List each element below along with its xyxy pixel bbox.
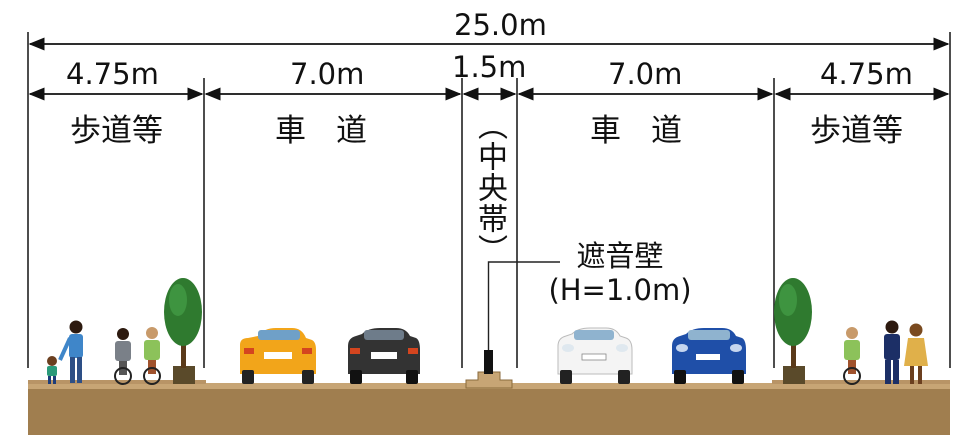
noise-wall-height-label: (H=1.0m) bbox=[548, 273, 692, 307]
ground bbox=[28, 371, 950, 435]
right-sidewalk-label: 歩道等 bbox=[810, 113, 903, 149]
pedestrian-woman-icon bbox=[904, 323, 928, 384]
noise-wall-label: 遮音壁 bbox=[576, 239, 664, 273]
median-width-label: 1.5m bbox=[452, 50, 527, 84]
left-sidewalk-label: 歩道等 bbox=[70, 113, 163, 149]
noise-wall bbox=[484, 261, 560, 374]
black-car-icon bbox=[348, 328, 420, 384]
cyclist-icon bbox=[843, 327, 861, 385]
right-carriageway-width-label: 7.0m bbox=[608, 57, 683, 91]
left-carriageway-width-label: 7.0m bbox=[290, 57, 365, 91]
cyclist-icon bbox=[114, 328, 132, 385]
pedestrian-man-icon bbox=[884, 320, 900, 384]
blue-car-icon bbox=[672, 328, 746, 384]
median-label: （中央帯） bbox=[472, 110, 507, 265]
tree-icon bbox=[774, 278, 812, 384]
total-width-label: 25.0m bbox=[454, 8, 547, 42]
cyclist-icon bbox=[143, 327, 161, 385]
right-sidewalk-width-label: 4.75m bbox=[820, 57, 913, 91]
pedestrian-adult-icon bbox=[58, 320, 83, 383]
tree-icon bbox=[164, 278, 202, 384]
boundary-lines bbox=[27, 32, 951, 368]
right-carriageway-label: 車道 bbox=[590, 113, 712, 149]
left-carriageway-label: 車道 bbox=[275, 113, 397, 149]
yellow-car-icon bbox=[240, 328, 316, 384]
pedestrian-child-icon bbox=[47, 356, 57, 384]
white-car-icon bbox=[557, 327, 633, 384]
left-sidewalk-width-label: 4.75m bbox=[66, 57, 159, 91]
